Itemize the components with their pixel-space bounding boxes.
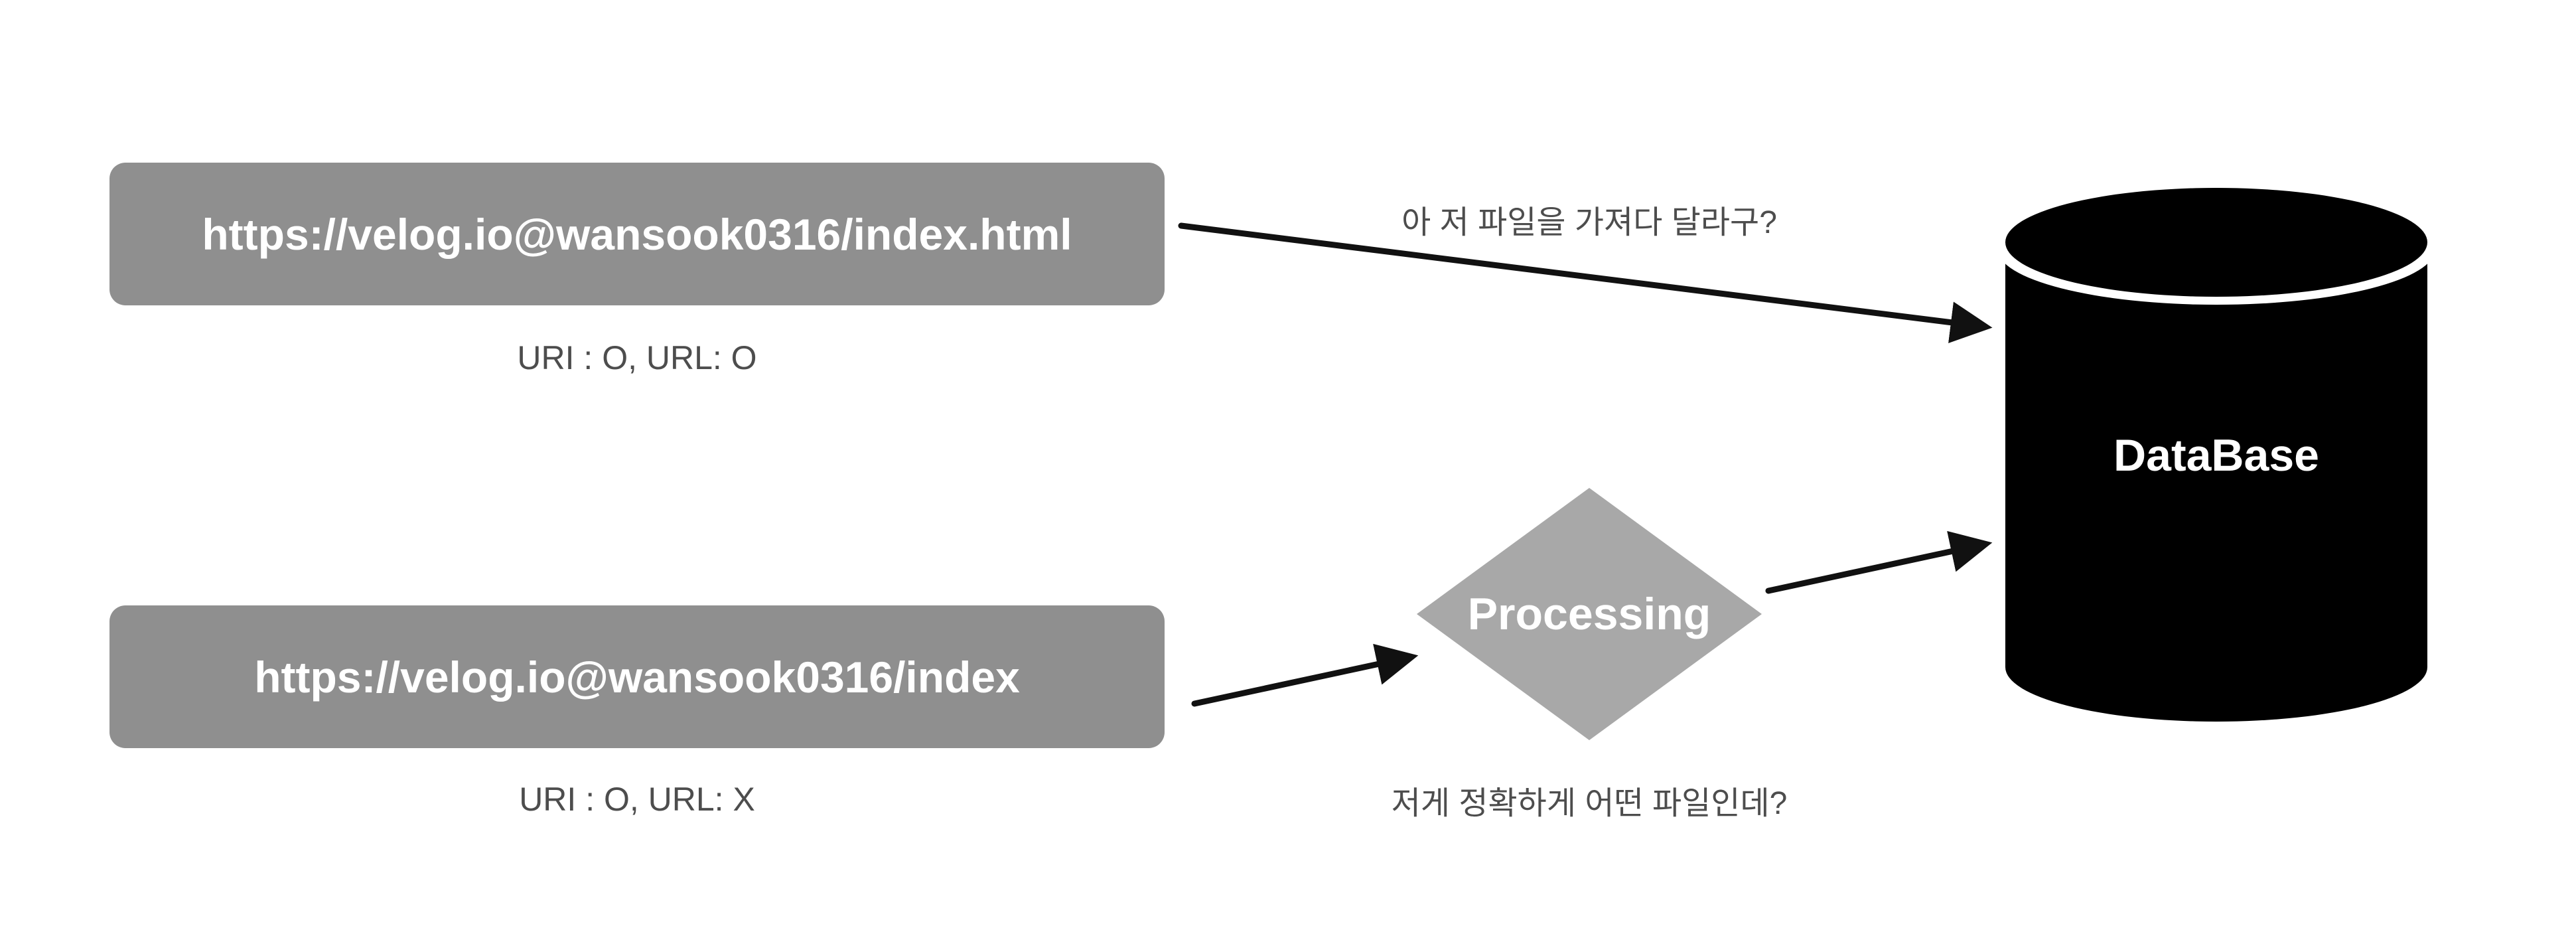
url-text: https://velog.io@wansook0316/index.html — [202, 209, 1072, 259]
arrow-url2-to-processing — [1191, 643, 1419, 707]
note-top: 아 저 파일을 가져다 달라구? — [1401, 205, 1777, 240]
note-bottom: 저게 정확하게 어떤 파일인데? — [1391, 786, 1788, 821]
arrow-url1-to-database — [1178, 222, 1993, 343]
url-box-with-extension: https://velog.io@wansook0316/index.html — [109, 163, 1165, 305]
uri-url-caption: URI : O, URL: X — [519, 781, 755, 818]
database-cylinder — [1997, 188, 2435, 722]
processing-label: Processing — [1467, 589, 1711, 639]
uri-url-caption: URI : O, URL: O — [517, 339, 757, 376]
database-label: DataBase — [2113, 430, 2319, 481]
processing-diamond — [1417, 488, 1762, 740]
url-text: https://velog.io@wansook0316/index — [254, 652, 1020, 702]
url-box-without-extension: https://velog.io@wansook0316/index — [109, 605, 1165, 748]
arrow-processing-to-database — [1765, 530, 1993, 594]
